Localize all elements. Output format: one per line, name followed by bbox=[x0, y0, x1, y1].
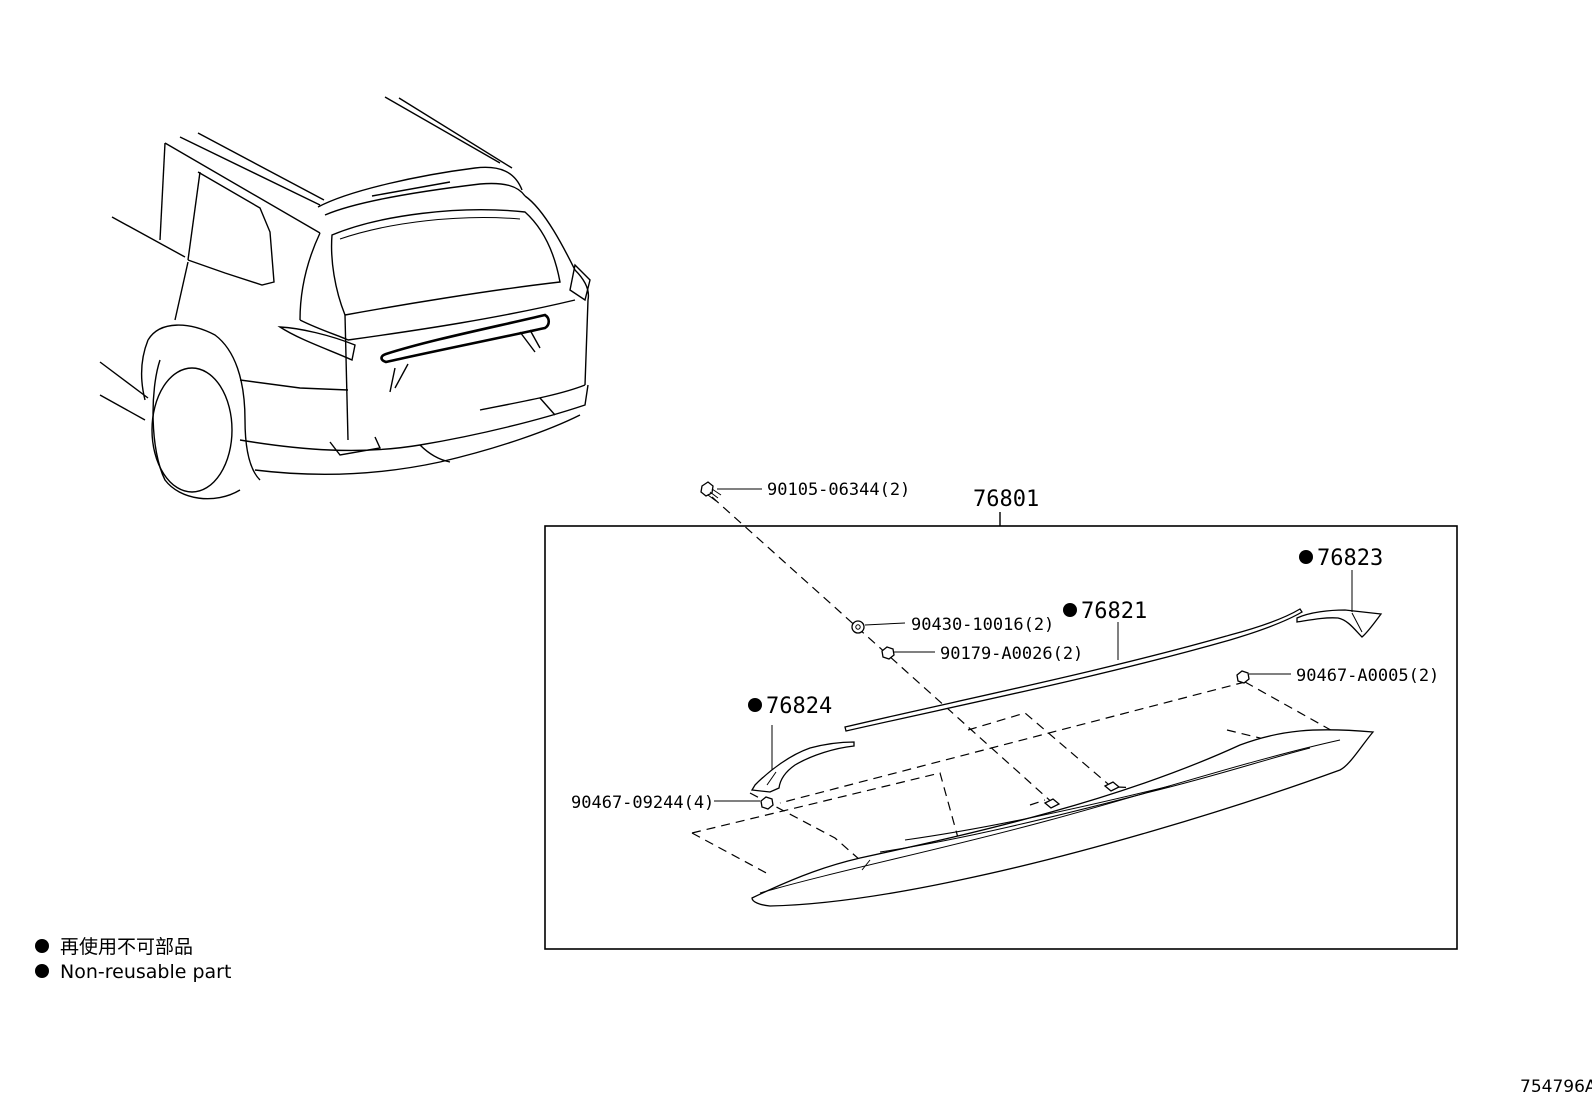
legend-marker-japanese bbox=[35, 939, 49, 953]
clip-left-part bbox=[760, 796, 774, 810]
washer-part bbox=[851, 620, 865, 634]
end-piece-right-part bbox=[1296, 609, 1383, 638]
callout-end-piece-left: 76824 bbox=[766, 694, 832, 719]
rear-garnish-part bbox=[751, 729, 1375, 907]
callout-clip-left: 90467-09244(4) bbox=[571, 793, 714, 813]
bolt-part bbox=[700, 481, 722, 502]
legend-marker-english bbox=[35, 964, 49, 978]
callout-end-piece-right: 76823 bbox=[1317, 546, 1383, 571]
non-reusable-marker-76824 bbox=[748, 698, 762, 712]
assembly-frame bbox=[544, 525, 1458, 950]
callout-moulding: 76821 bbox=[1081, 599, 1147, 624]
callout-bolt: 90105-06344(2) bbox=[767, 480, 910, 500]
callout-washer: 90430-10016(2) bbox=[911, 615, 1054, 635]
end-piece-left-part bbox=[750, 741, 855, 793]
leader-lines bbox=[714, 488, 1353, 802]
non-reusable-marker-76821 bbox=[1063, 603, 1077, 617]
legend-japanese: 再使用不可部品 bbox=[60, 936, 193, 958]
assembly-dashed-lines bbox=[691, 496, 1346, 876]
assembly-number: 76801 bbox=[973, 487, 1039, 512]
callout-clip-right: 90467-A0005(2) bbox=[1296, 666, 1439, 686]
figure-id: 754796A bbox=[1520, 1077, 1592, 1097]
legend: 再使用不可部品 Non-reusable part bbox=[35, 936, 231, 983]
moulding-part bbox=[844, 608, 1303, 732]
clip-right-part bbox=[1236, 670, 1250, 684]
non-reusable-marker-76823 bbox=[1299, 550, 1313, 564]
legend-english: Non-reusable part bbox=[60, 961, 231, 983]
nut-part bbox=[881, 646, 895, 660]
callout-nut: 90179-A0026(2) bbox=[940, 644, 1083, 664]
vehicle-rear-illustration bbox=[99, 96, 591, 500]
